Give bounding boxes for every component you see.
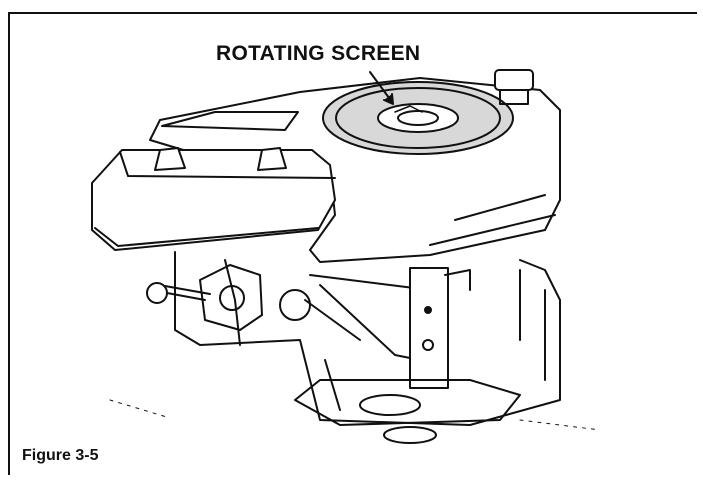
air-cleaner-knob-right	[257, 147, 287, 171]
oil-fill-cap	[494, 69, 534, 91]
figure-frame	[8, 12, 697, 475]
air-cleaner-cover	[91, 149, 336, 251]
control-bracket	[409, 267, 449, 389]
base-flange	[294, 379, 521, 426]
figure-caption: Figure 3-5	[22, 447, 99, 464]
rotating-screen-label: ROTATING SCREEN	[216, 42, 421, 65]
crankshaft-boss	[383, 426, 437, 444]
carburetor	[199, 264, 263, 331]
air-cleaner-knob-left	[154, 147, 186, 171]
